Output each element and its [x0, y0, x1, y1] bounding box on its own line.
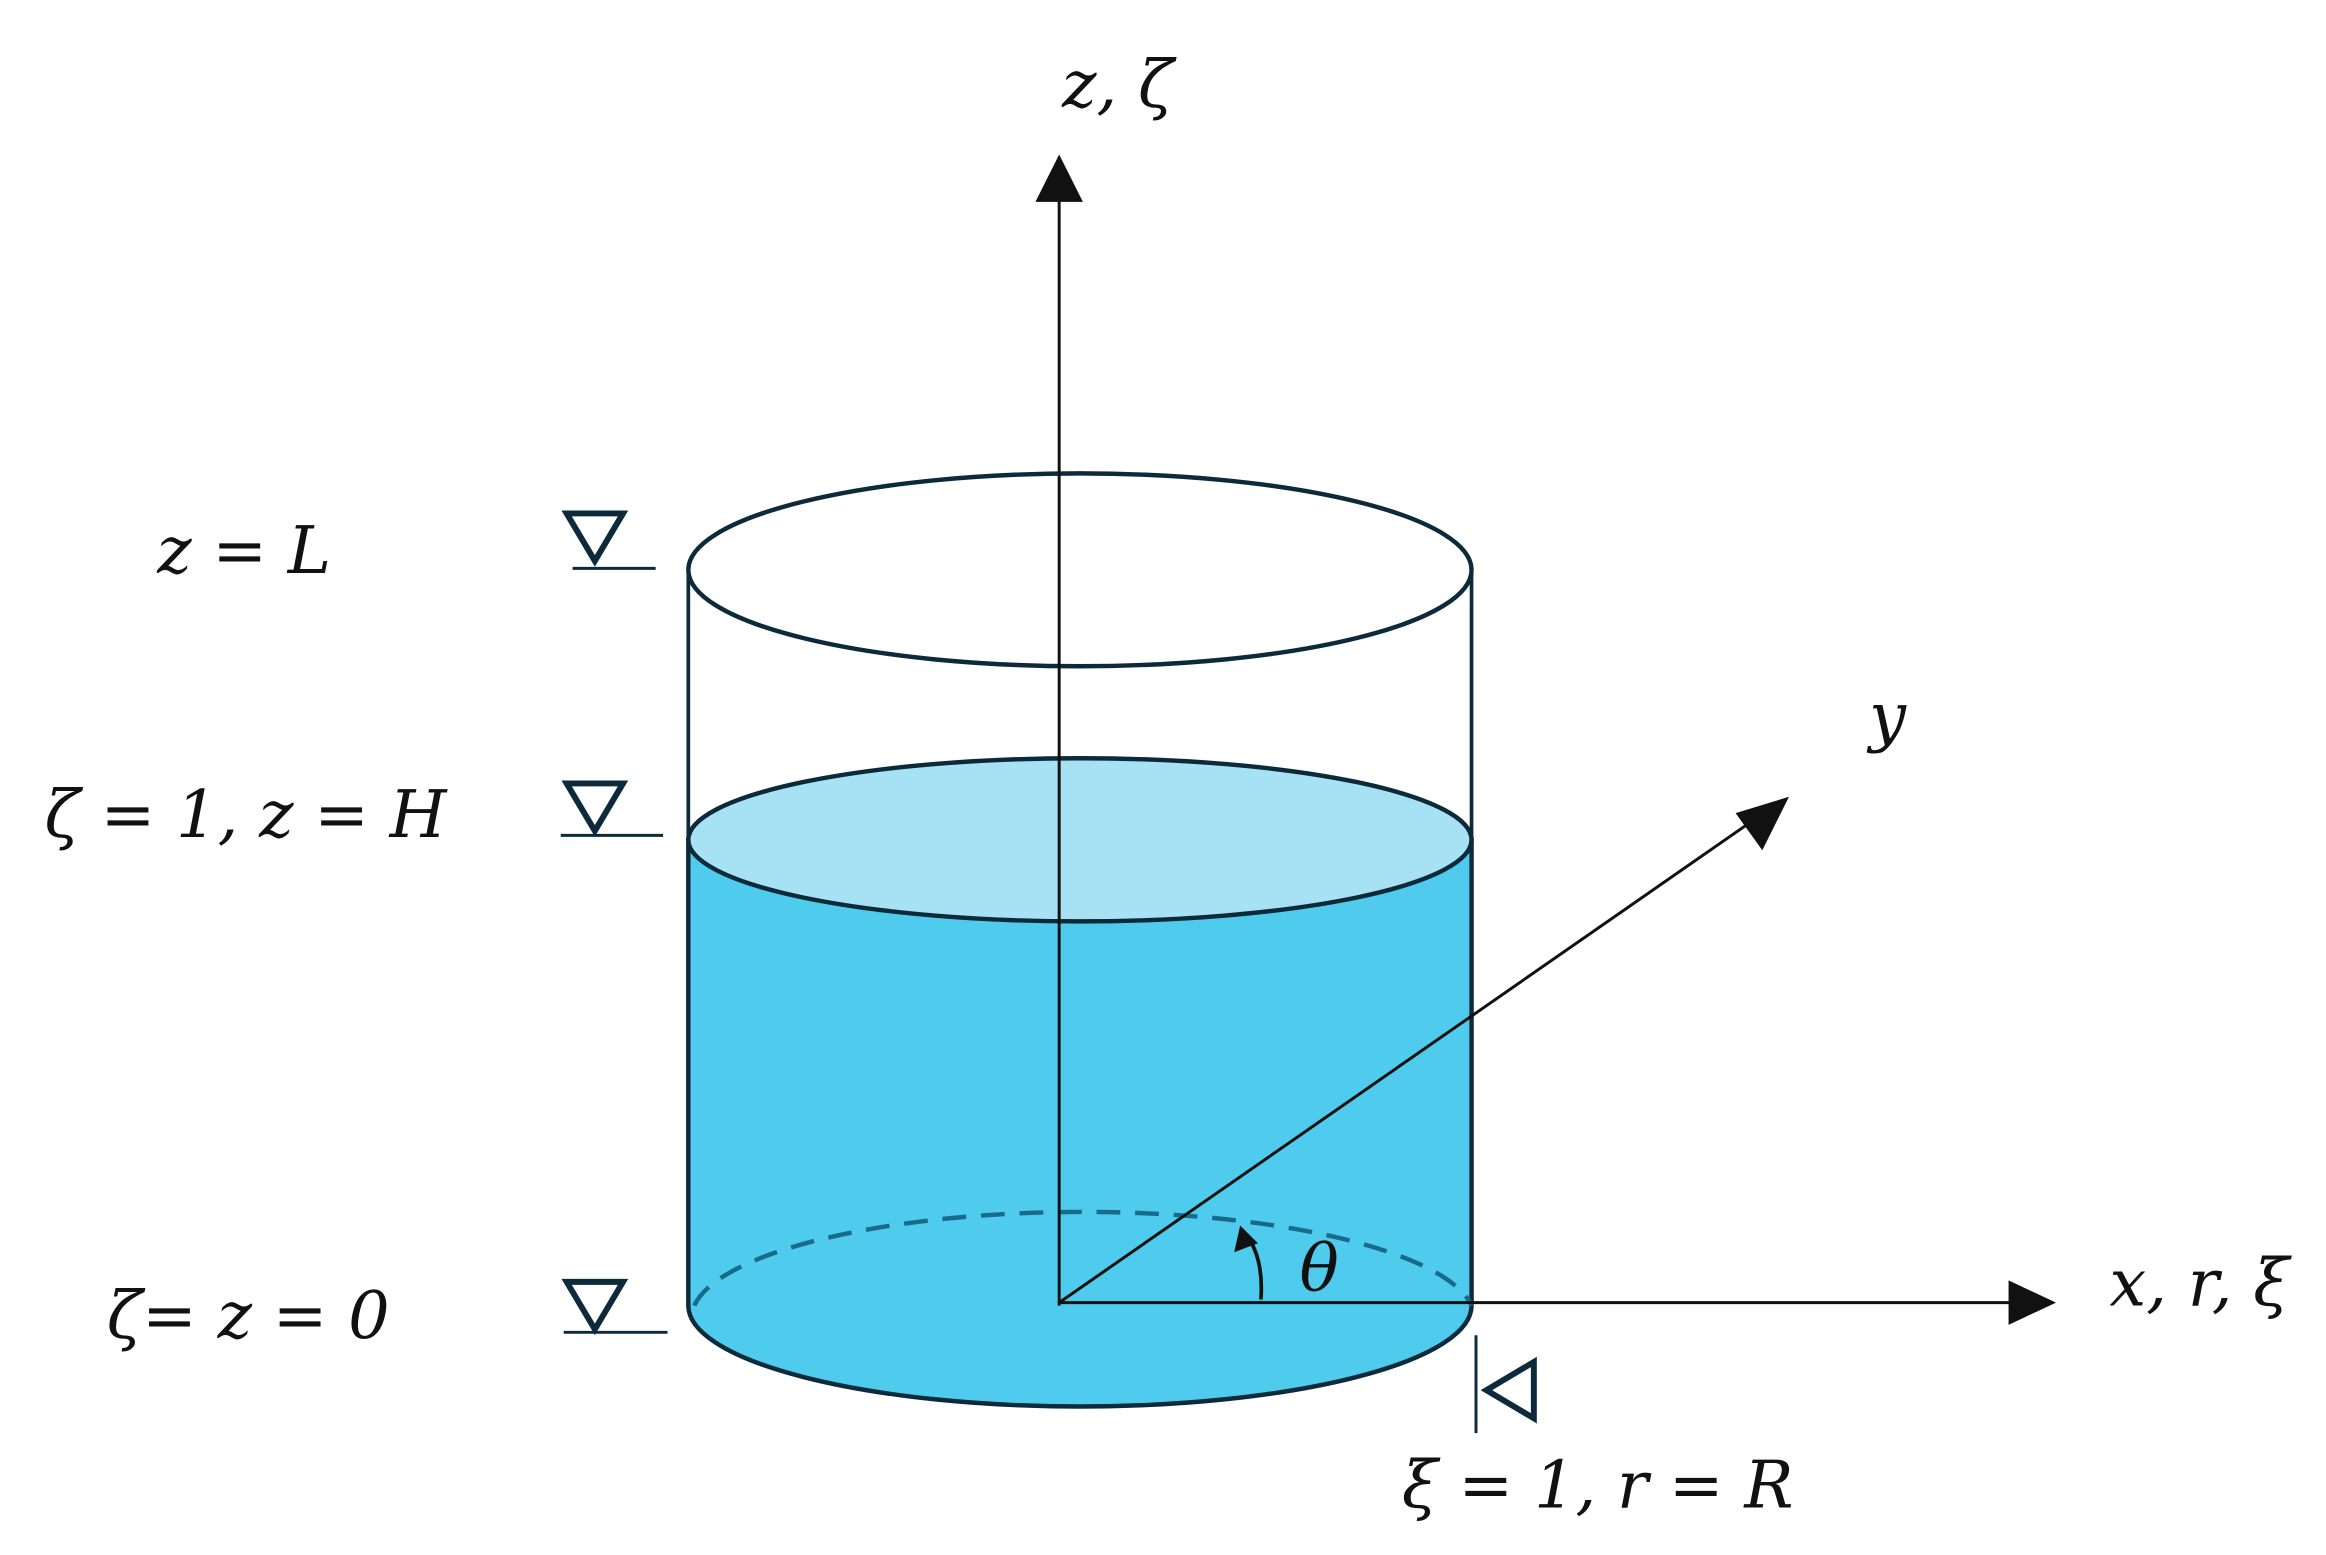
top-level-label: z = L	[156, 513, 331, 589]
radius-marker	[1474, 1335, 1537, 1434]
triangle-left-icon	[1480, 1356, 1537, 1424]
level-marker-water	[560, 780, 664, 837]
triangle-down-icon	[561, 1278, 629, 1336]
y-axis-arrowhead	[1735, 796, 1790, 851]
water-level-label: ζ = 1, z = H	[45, 777, 448, 853]
level-marker-top	[561, 510, 656, 570]
theta-arrowhead-icon	[1234, 1225, 1258, 1253]
y-axis	[1058, 814, 1761, 1304]
water-body	[686, 837, 1474, 1409]
theta-label: θ	[1299, 1231, 1338, 1307]
bottom-level-label: ζ= z = 0	[107, 1278, 390, 1354]
tank-top-rim	[686, 471, 1474, 669]
x-axis-arrowhead	[2008, 1280, 2057, 1325]
water-surface	[686, 755, 1474, 924]
radius-label: ξ = 1, r = R	[1402, 1447, 1794, 1523]
z-axis-arrowhead	[1035, 154, 1083, 202]
x-axis-label: x, r, ξ	[2109, 1246, 2292, 1322]
triangle-down-icon	[561, 780, 629, 837]
bottom-back-arc	[692, 1209, 1474, 1307]
level-marker-bottom	[561, 1278, 668, 1336]
triangle-down-icon	[561, 510, 629, 567]
y-axis-label: y	[1866, 679, 1907, 755]
z-axis-label: z, ζ	[1061, 47, 1177, 123]
